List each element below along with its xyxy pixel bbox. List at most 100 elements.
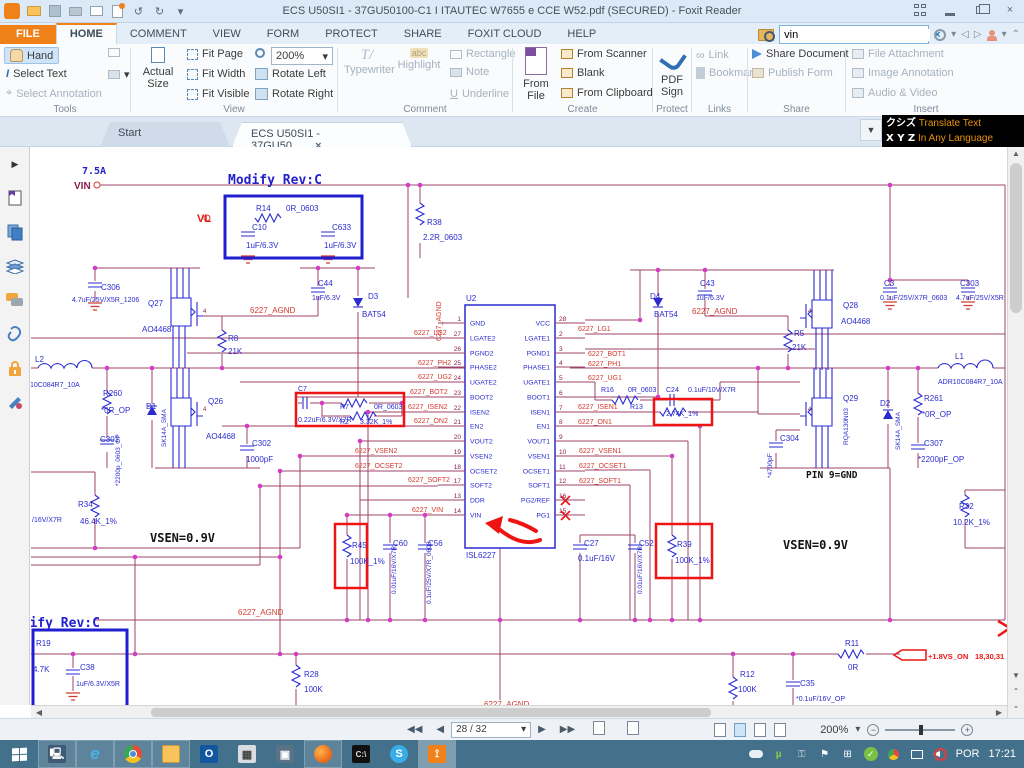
taskbar-internet-explorer[interactable]: e bbox=[76, 740, 114, 768]
last-page-button[interactable]: ▶▶ bbox=[559, 724, 576, 735]
fit-width-button[interactable]: Fit Width bbox=[187, 68, 245, 80]
image-annotation-button[interactable]: Image Annotation bbox=[852, 67, 954, 79]
continuous-facing-view-button[interactable] bbox=[774, 722, 787, 737]
next-page-scroll-button[interactable]: ⌄ bbox=[1012, 701, 1020, 710]
page-number-box[interactable]: 28 / 32▾ bbox=[451, 721, 532, 738]
tab-view[interactable]: VIEW bbox=[212, 28, 241, 40]
facing-view-button[interactable] bbox=[754, 722, 767, 737]
single-page-view-button[interactable] bbox=[714, 722, 727, 737]
save-icon[interactable] bbox=[47, 4, 62, 19]
tab-file[interactable]: FILE bbox=[0, 25, 56, 44]
rectangle-button[interactable]: Rectangle bbox=[450, 48, 516, 60]
typewriter-button[interactable]: T/Typewriter bbox=[344, 47, 395, 76]
pdf-sign-button[interactable]: PDF Sign bbox=[649, 47, 695, 98]
tab-comment[interactable]: COMMENT bbox=[129, 28, 187, 40]
clipboard-button[interactable]: ▾ bbox=[108, 68, 130, 81]
taskbar-calculator[interactable]: ▦ bbox=[228, 740, 266, 768]
utorrent-icon[interactable]: µ bbox=[775, 748, 782, 760]
foxit-logo-icon[interactable] bbox=[4, 3, 20, 19]
taskbar-foxit-reader[interactable]: ⟟ bbox=[418, 740, 456, 768]
tab-home[interactable]: HOME bbox=[55, 23, 117, 44]
horizontal-scrollbar[interactable]: ◀ ▶ bbox=[31, 705, 1007, 718]
account-caret[interactable]: ▾ bbox=[1001, 29, 1007, 40]
first-page-button[interactable]: ◀◀ bbox=[407, 724, 423, 735]
usb-device-icon[interactable]: ⚿ bbox=[797, 748, 806, 760]
scroll-right-arrow[interactable]: ▶ bbox=[995, 708, 1003, 717]
language-indicator[interactable]: POR bbox=[955, 748, 980, 760]
zoom-slider[interactable] bbox=[885, 724, 956, 735]
fit-page-button[interactable]: Fit Page bbox=[187, 48, 243, 60]
chrome-tray-icon[interactable] bbox=[887, 747, 901, 761]
signature-panel-icon[interactable] bbox=[0, 385, 30, 419]
vertical-scroll-thumb[interactable] bbox=[1010, 163, 1022, 313]
security-panel-icon[interactable] bbox=[0, 351, 30, 385]
continuous-view-button[interactable] bbox=[734, 722, 747, 737]
taskbar-firefox[interactable] bbox=[304, 740, 342, 768]
share-document-button[interactable]: Share Document bbox=[752, 48, 849, 60]
scroll-left-arrow[interactable]: ◀ bbox=[35, 708, 43, 717]
print-icon[interactable] bbox=[68, 4, 83, 19]
scroll-down-arrow[interactable]: ▼ bbox=[1012, 671, 1020, 680]
start-button[interactable] bbox=[0, 740, 38, 768]
horizontal-scroll-thumb[interactable] bbox=[151, 708, 711, 717]
previous-view-button[interactable] bbox=[582, 721, 616, 738]
new-document-icon[interactable] bbox=[110, 2, 125, 19]
bookmarks-panel-icon[interactable] bbox=[0, 181, 30, 215]
taskbar-command-prompt[interactable]: C:\ bbox=[342, 740, 380, 768]
taskbar-chrome[interactable] bbox=[114, 740, 152, 768]
search-settings-gear-icon[interactable] bbox=[934, 28, 947, 41]
blank-button[interactable]: Blank bbox=[561, 67, 605, 79]
zoom-in-slider-button[interactable]: + bbox=[961, 723, 974, 736]
vertical-scrollbar[interactable]: ▲ ▼ ⌃ ⌄ bbox=[1007, 147, 1024, 718]
zoom-out-slider-button[interactable]: − bbox=[867, 723, 880, 736]
undo-icon[interactable]: ↺ bbox=[133, 5, 144, 18]
antivirus-check-icon[interactable]: ✓ bbox=[863, 747, 878, 761]
search-options-caret[interactable]: ▾ bbox=[951, 29, 957, 40]
display-projector-icon[interactable] bbox=[910, 747, 924, 761]
from-file-button[interactable]: From File bbox=[515, 47, 557, 102]
select-annotation-button[interactable]: ⌖Select Annotation bbox=[6, 87, 102, 100]
volume-muted-icon[interactable] bbox=[932, 747, 947, 761]
previous-page-scroll-button[interactable]: ⌃ bbox=[1012, 687, 1020, 696]
find-next-button[interactable]: ▷ bbox=[973, 29, 982, 40]
open-file-icon[interactable] bbox=[26, 4, 41, 19]
status-zoom-caret[interactable]: ▾ bbox=[855, 724, 861, 735]
publish-form-button[interactable]: Publish Form bbox=[752, 67, 833, 79]
clock[interactable]: 17:21 bbox=[988, 748, 1016, 760]
email-icon[interactable] bbox=[89, 4, 104, 19]
tab-current-document[interactable]: ECS U50SI1 - 37GU50...× bbox=[232, 122, 412, 147]
account-icon[interactable] bbox=[986, 29, 997, 41]
close-button[interactable]: × bbox=[1006, 4, 1014, 16]
rotate-left-button[interactable]: Rotate Left bbox=[255, 68, 326, 80]
from-scanner-button[interactable]: From Scanner bbox=[561, 48, 647, 60]
sidebar-expand-arrow[interactable]: ▶ bbox=[11, 158, 19, 169]
from-clipboard-button[interactable]: From Clipboard bbox=[561, 87, 653, 99]
rotate-right-button[interactable]: Rotate Right bbox=[255, 88, 333, 100]
zoom-out-button[interactable] bbox=[255, 48, 265, 58]
zoom-slider-thumb[interactable] bbox=[919, 724, 924, 735]
note-button[interactable]: Note bbox=[450, 66, 489, 78]
onedrive-cloud-icon[interactable] bbox=[748, 747, 763, 761]
taskbar-display-settings[interactable]: 🖳 bbox=[38, 740, 76, 768]
comments-panel-icon[interactable] bbox=[0, 283, 30, 317]
tab-foxit-cloud[interactable]: FOXIT CLOUD bbox=[467, 28, 542, 40]
translate-overlay[interactable]: クシズ Translate Text X Y Z In Any Language bbox=[882, 115, 1024, 147]
redo-icon[interactable]: ↻ bbox=[154, 5, 165, 18]
attachments-panel-icon[interactable] bbox=[0, 317, 30, 351]
tab-form[interactable]: FORM bbox=[266, 28, 300, 40]
taskbar-skype[interactable]: S bbox=[380, 740, 418, 768]
layers-panel-icon[interactable] bbox=[0, 249, 30, 283]
snapshot-button[interactable] bbox=[108, 48, 120, 57]
bookmark-button[interactable]: Bookmark bbox=[696, 67, 759, 79]
hand-tool-button[interactable]: Hand bbox=[4, 47, 60, 64]
file-attachment-button[interactable]: File Attachment bbox=[852, 48, 944, 60]
translate-dropdown-caret[interactable]: ▼ bbox=[860, 119, 882, 141]
taskbar-outlook[interactable]: O bbox=[190, 740, 228, 768]
restore-button[interactable] bbox=[972, 3, 990, 17]
find-previous-button[interactable]: ◁ bbox=[961, 29, 969, 40]
scroll-up-arrow[interactable]: ▲ bbox=[1012, 149, 1020, 158]
